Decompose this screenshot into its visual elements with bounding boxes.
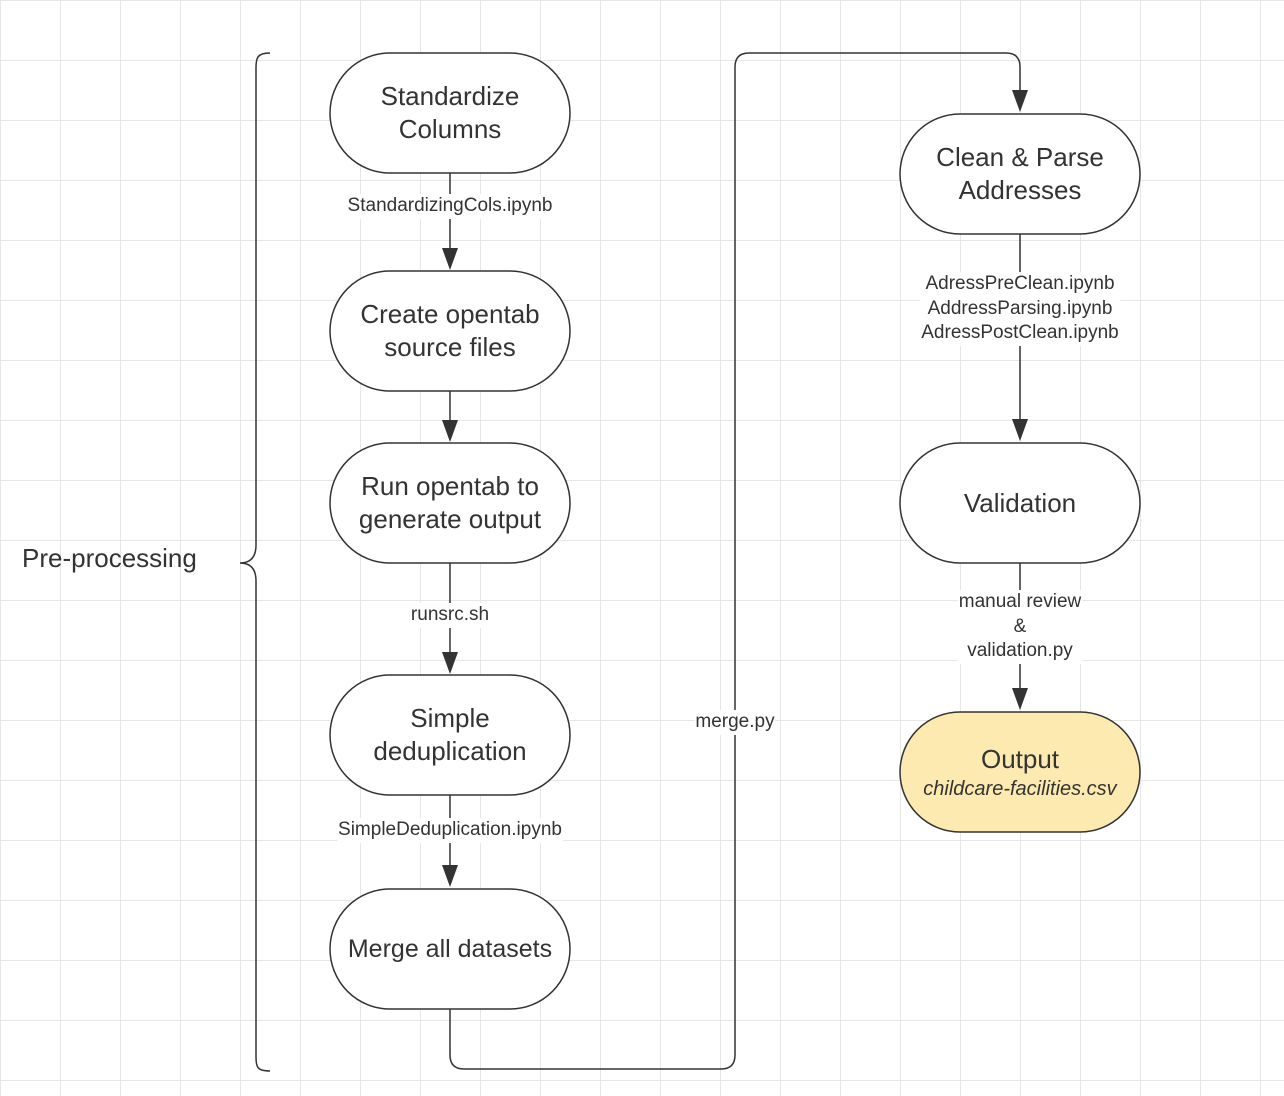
node-clean-parse-shape (899, 113, 1141, 235)
node-create-opentab-shape (329, 270, 571, 392)
node-validation-label: Validation (963, 487, 1077, 518)
node-output-shape (899, 711, 1141, 833)
edge-label-runsrc: runsrc.sh (409, 603, 491, 628)
node-simple-dedup-label: Simple deduplication (373, 703, 527, 766)
edge-label-simple-dedup: SimpleDeduplication.ipynb (337, 818, 563, 843)
edge-merge-to-clean (449, 52, 1028, 1070)
node-standardize-shape (329, 52, 571, 174)
edge-label-standardizing-cols: StandardizingCols.ipynb (346, 194, 554, 219)
preprocessing-brace (239, 52, 271, 1072)
node-clean-parse-label: Clean & Parse Addresses (936, 142, 1104, 205)
preprocessing-label: Pre-processing (22, 543, 197, 573)
edge-label-validation-scripts: manual review & validation.py (957, 590, 1083, 664)
edge-create-to-run (442, 391, 458, 442)
edge-label-address-scripts: AdressPreClean.ipynb AddressParsing.ipyn… (920, 272, 1120, 346)
node-output-label: Output childcare-facilities.csv (900, 712, 1140, 832)
node-run-opentab-label: Run opentab to generate output (358, 471, 542, 534)
node-merge-all-shape (329, 888, 571, 1010)
node-output-title: Output (980, 743, 1060, 774)
edge-label-merge: merge.py (694, 710, 776, 735)
node-simple-dedup-shape (329, 674, 571, 796)
node-run-opentab-shape (329, 442, 571, 564)
node-create-opentab-label: Create opentab source files (360, 299, 540, 362)
node-output-filename: childcare-facilities.csv (923, 777, 1117, 800)
node-validation-shape (899, 442, 1141, 564)
node-merge-all-label: Merge all datasets (347, 934, 553, 963)
node-standardize-label: Standardize Columns (380, 81, 520, 144)
edge-standardize-to-create (442, 173, 458, 270)
